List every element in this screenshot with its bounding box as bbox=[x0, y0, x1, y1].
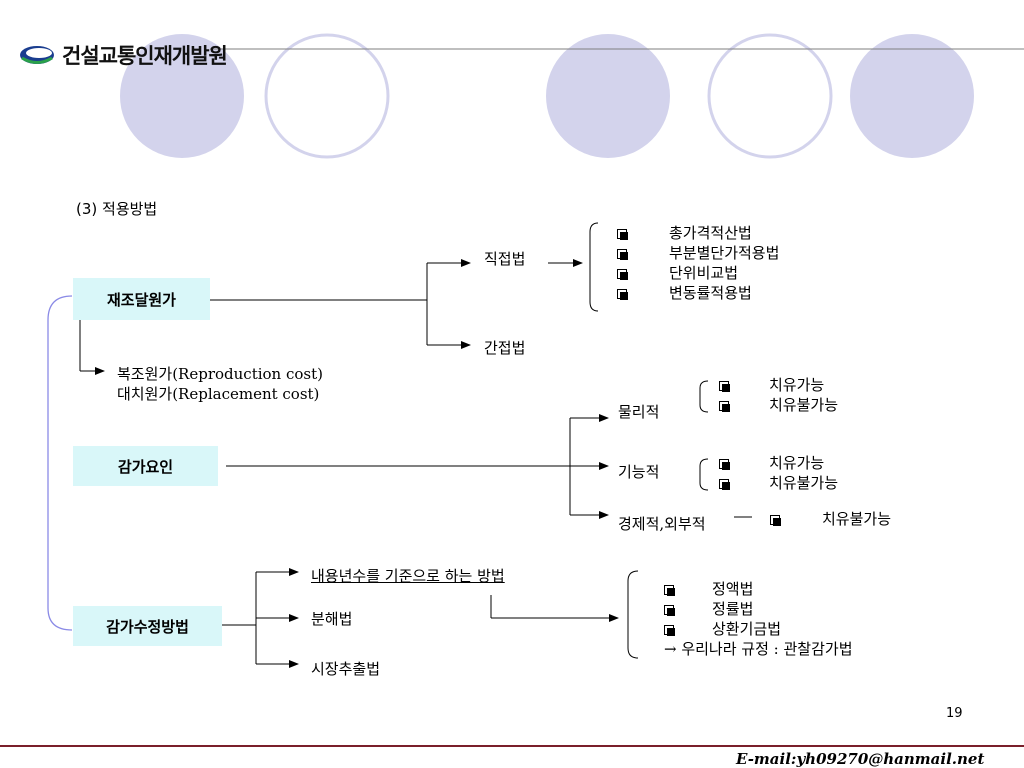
list-item-label: 변동률적용법 bbox=[669, 284, 752, 302]
box-depreciation-factor: 감가요인 bbox=[73, 446, 218, 486]
list-item: 부분별단가적용법 bbox=[617, 243, 779, 263]
decor-circle bbox=[120, 34, 244, 158]
cost-type-reproduction: 복조원가(Reproduction cost) bbox=[117, 365, 323, 383]
direct-method-label: 직접법 bbox=[484, 250, 526, 268]
method-market: 시장추출법 bbox=[311, 660, 381, 678]
logo-swoosh-icon bbox=[18, 43, 56, 67]
functional-items: 치유가능 치유불가능 bbox=[719, 453, 838, 493]
physical-items: 치유가능 치유불가능 bbox=[719, 375, 838, 415]
decor-circle bbox=[264, 33, 390, 159]
list-item-label: 부분별단가적용법 bbox=[669, 244, 780, 262]
logo-text: 건설교통인재개발원 bbox=[62, 44, 228, 68]
box-depreciation-method: 감가수정방법 bbox=[73, 606, 222, 646]
list-item-label: 치유가능 bbox=[769, 376, 825, 394]
section-title: (3) 적용방법 bbox=[76, 200, 158, 218]
useful-life-items: 정액법 정률법 상환기금법 → 우리나라 규정 : 관찰감가법 bbox=[664, 579, 853, 659]
list-item-label: 치유불가능 bbox=[769, 474, 839, 492]
decor-circle bbox=[546, 34, 670, 158]
decor-circle bbox=[707, 33, 833, 159]
box-reproduction-cost: 재조달원가 bbox=[73, 278, 210, 320]
list-item-label: 단위비교법 bbox=[669, 264, 739, 282]
list-item-label: 치유불가능 bbox=[769, 396, 839, 414]
factor-physical: 물리적 bbox=[618, 403, 660, 421]
list-item: 변동률적용법 bbox=[617, 283, 779, 303]
checkbox-bullet-icon bbox=[617, 249, 628, 260]
economic-item: 치유불가능 bbox=[770, 509, 891, 529]
cost-type-replacement: 대치원가(Replacement cost) bbox=[117, 385, 320, 403]
checkbox-bullet-icon bbox=[719, 401, 730, 412]
left-connector bbox=[47, 295, 73, 631]
checkbox-bullet-icon bbox=[770, 515, 781, 526]
indirect-method-label: 간접법 bbox=[484, 339, 526, 357]
list-item: 단위비교법 bbox=[617, 263, 779, 283]
list-item-label: 치유불가능 bbox=[822, 510, 892, 528]
checkbox-bullet-icon bbox=[617, 289, 628, 300]
decor-circle bbox=[850, 34, 974, 158]
checkbox-bullet-icon bbox=[617, 269, 628, 280]
list-item-label: 총가격적산법 bbox=[669, 224, 752, 242]
checkbox-bullet-icon bbox=[719, 459, 730, 470]
checkbox-bullet-icon bbox=[664, 585, 675, 596]
list-item-label: 정률법 bbox=[712, 600, 754, 618]
factor-functional: 기능적 bbox=[618, 463, 660, 481]
list-item-label: 치유가능 bbox=[769, 454, 825, 472]
korea-note: → 우리나라 규정 : 관찰감가법 bbox=[664, 640, 853, 658]
direct-items-list: 총가격적산법 부분별단가적용법 단위비교법 변동률적용법 bbox=[617, 223, 779, 303]
checkbox-bullet-icon bbox=[719, 381, 730, 392]
checkbox-bullet-icon bbox=[664, 625, 675, 636]
list-item-label: 상환기금법 bbox=[712, 620, 782, 638]
cost-types: 복조원가(Reproduction cost) 대치원가(Replacement… bbox=[117, 364, 323, 404]
list-item: 총가격적산법 bbox=[617, 223, 779, 243]
factor-economic: 경제적,외부적 bbox=[618, 515, 706, 533]
method-useful-life: 내용년수를 기준으로 하는 방법 bbox=[311, 567, 505, 585]
method-breakdown: 분해법 bbox=[311, 610, 353, 628]
checkbox-bullet-icon bbox=[719, 479, 730, 490]
list-item-label: 정액법 bbox=[712, 580, 754, 598]
footer-email: E-mail:yh09270@hanmail.net bbox=[736, 750, 985, 768]
checkbox-bullet-icon bbox=[664, 605, 675, 616]
page-number: 19 bbox=[946, 706, 963, 721]
checkbox-bullet-icon bbox=[617, 229, 628, 240]
logo: 건설교통인재개발원 bbox=[18, 40, 228, 70]
